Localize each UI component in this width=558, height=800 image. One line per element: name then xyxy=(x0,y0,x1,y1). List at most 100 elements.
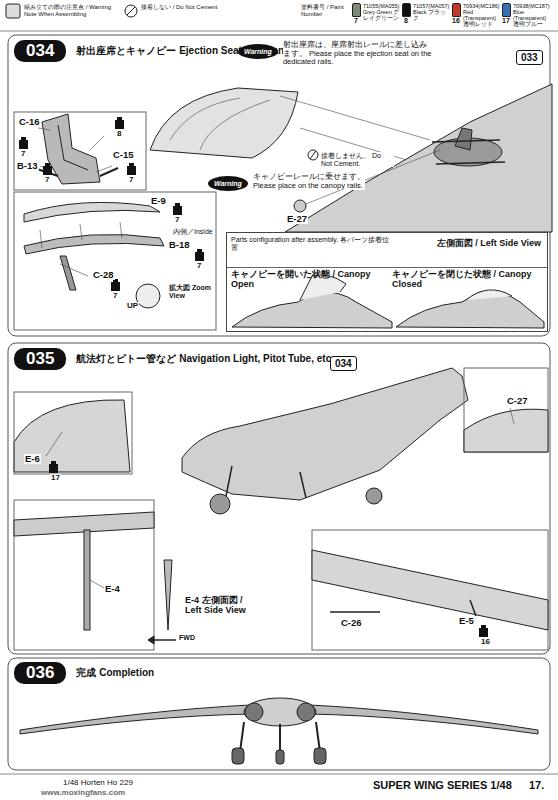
part-label: 内側／Inside xyxy=(172,228,214,236)
paint-swatch xyxy=(502,3,511,17)
badge-node: 036完成 Completion xyxy=(14,662,66,684)
paint-callout: 16 xyxy=(480,638,491,647)
paint-bottle-icon xyxy=(479,625,488,637)
part-label: E-4 左側面図 / Left Side View xyxy=(184,596,262,616)
paint-bottle-icon xyxy=(49,461,58,473)
paint-callout: 17 xyxy=(50,474,61,483)
wingtip-inset xyxy=(14,400,130,472)
landing-gear xyxy=(214,466,306,498)
part-label: 7 xyxy=(353,17,359,25)
no-cement-icon xyxy=(310,151,316,159)
inset-frame xyxy=(14,392,132,474)
wheel xyxy=(366,488,382,504)
inset-frame xyxy=(312,530,548,650)
wing-underside xyxy=(312,550,548,630)
canopy-part xyxy=(24,202,160,222)
footer-text: 17. xyxy=(528,779,545,791)
part-label: 17 xyxy=(501,17,511,25)
step-panel xyxy=(8,658,550,770)
footer-text: SUPER WING SERIES 1/48 xyxy=(372,779,513,791)
canopy-part xyxy=(150,88,298,158)
node-heading: 射出座席は、座席射出レールに差し込みます。 Please place the e… xyxy=(283,41,433,67)
inset-frame xyxy=(464,368,548,452)
part-label: E-27 xyxy=(286,214,308,224)
paint-callout: 7 xyxy=(174,216,180,225)
box-label: Parts configuration after assembly. 各パーツ… xyxy=(231,236,391,252)
warn-label: Warning xyxy=(244,48,272,55)
part-label: 接着しない / Do Not Cement xyxy=(140,4,222,11)
node-heading: キャノピーレールに乗せます。 Please place on the canop… xyxy=(253,173,365,190)
canopy-rail xyxy=(432,140,505,164)
paint-bottle-icon xyxy=(195,249,204,261)
part-label: 接着しません。 Do Not Cement. xyxy=(320,152,394,167)
ref-label: 034 xyxy=(335,358,352,369)
paint-callout: 7 xyxy=(44,176,50,185)
seat-part xyxy=(58,125,88,170)
pitot-part xyxy=(330,600,476,616)
warning-icon xyxy=(6,4,20,18)
badge-label: 034 xyxy=(26,41,54,61)
airframe xyxy=(285,84,552,232)
frame-latch-part xyxy=(60,256,76,290)
paint-name: 70934(MC186) Red (Transparent) 透明レッド xyxy=(463,3,500,27)
ref-node: 033 xyxy=(516,50,543,65)
canopy-closed xyxy=(466,290,512,300)
part-label: C-16 xyxy=(18,117,41,127)
part-label: 16 xyxy=(451,17,461,25)
sub-label: キャノピーを開いた状態 / Canopy Open xyxy=(231,270,381,290)
part-label: C-26 xyxy=(340,618,363,628)
warn-label: Warning xyxy=(214,180,242,187)
paint-bottle-icon xyxy=(19,137,28,149)
part-label: B-18 xyxy=(168,240,191,250)
paint-name: 70938(MC187) Blue (Transparent) 透明ブルー xyxy=(513,3,550,27)
no-cement-icon xyxy=(125,5,137,17)
part-label: FWD xyxy=(178,634,196,642)
wheel xyxy=(314,748,326,764)
paint-name: 71055(MA055) Grey Green グレイグリーン xyxy=(363,3,400,21)
inset-frame xyxy=(14,112,146,190)
node-heading: 完成 Completion xyxy=(76,667,154,679)
part-label: E-9 xyxy=(150,196,167,206)
wheel xyxy=(210,494,230,514)
badge-node: 034射出座席とキャノピー Ejection Seat and Canopy xyxy=(14,40,66,62)
paint-bottle-icon xyxy=(43,163,52,175)
no-cement-icon xyxy=(127,7,135,15)
part-label: 拡大図 Zoom View xyxy=(168,284,214,299)
footer-rule xyxy=(0,774,558,775)
paint-callout: 7 xyxy=(196,262,202,271)
part-label: C-27 xyxy=(506,396,529,406)
wheel xyxy=(232,748,244,764)
paint-bottle-icon xyxy=(115,117,124,129)
no-cement-icon xyxy=(308,150,318,160)
inset-frame xyxy=(14,192,216,330)
pitot-side xyxy=(164,560,172,630)
part-label: E-4 xyxy=(104,584,121,594)
paint-swatch xyxy=(402,3,411,17)
illustration-line xyxy=(0,4,558,774)
box-node: Parts configuration after assembly. 各パーツ… xyxy=(226,232,548,332)
landing-gear xyxy=(240,722,320,752)
ref-node: 034 xyxy=(330,356,357,371)
leader-line xyxy=(40,222,122,248)
engine-intake xyxy=(245,703,263,721)
paint-callout: 7 xyxy=(128,176,134,185)
canopy-top-inset xyxy=(464,409,548,452)
fwd-arrow xyxy=(148,636,154,644)
zoom-circle xyxy=(136,284,160,308)
leader-line xyxy=(90,580,104,588)
paint-swatch xyxy=(452,3,461,17)
fuselage-front xyxy=(244,698,316,726)
seat-installed xyxy=(455,128,472,150)
aircraft-top xyxy=(182,368,468,500)
node-heading: 航法灯とピトー管など Navigation Light, Pitot Tube,… xyxy=(76,353,331,365)
badge-node: 035航法灯とピトー管など Navigation Light, Pitot Tu… xyxy=(14,348,66,370)
part-label: E-5 xyxy=(458,616,475,626)
badge-label: 036 xyxy=(26,663,54,683)
leader-line xyxy=(510,408,514,424)
paint-name: 71057(MA057) Black ブラック xyxy=(413,3,450,21)
node-heading: 左側面図 / Left Side View xyxy=(437,237,541,250)
part-label: E-6 xyxy=(24,454,41,464)
warn-node: Warningキャノピーレールに乗せます。 Please place on th… xyxy=(208,176,248,191)
part-label: C-28 xyxy=(92,270,115,280)
